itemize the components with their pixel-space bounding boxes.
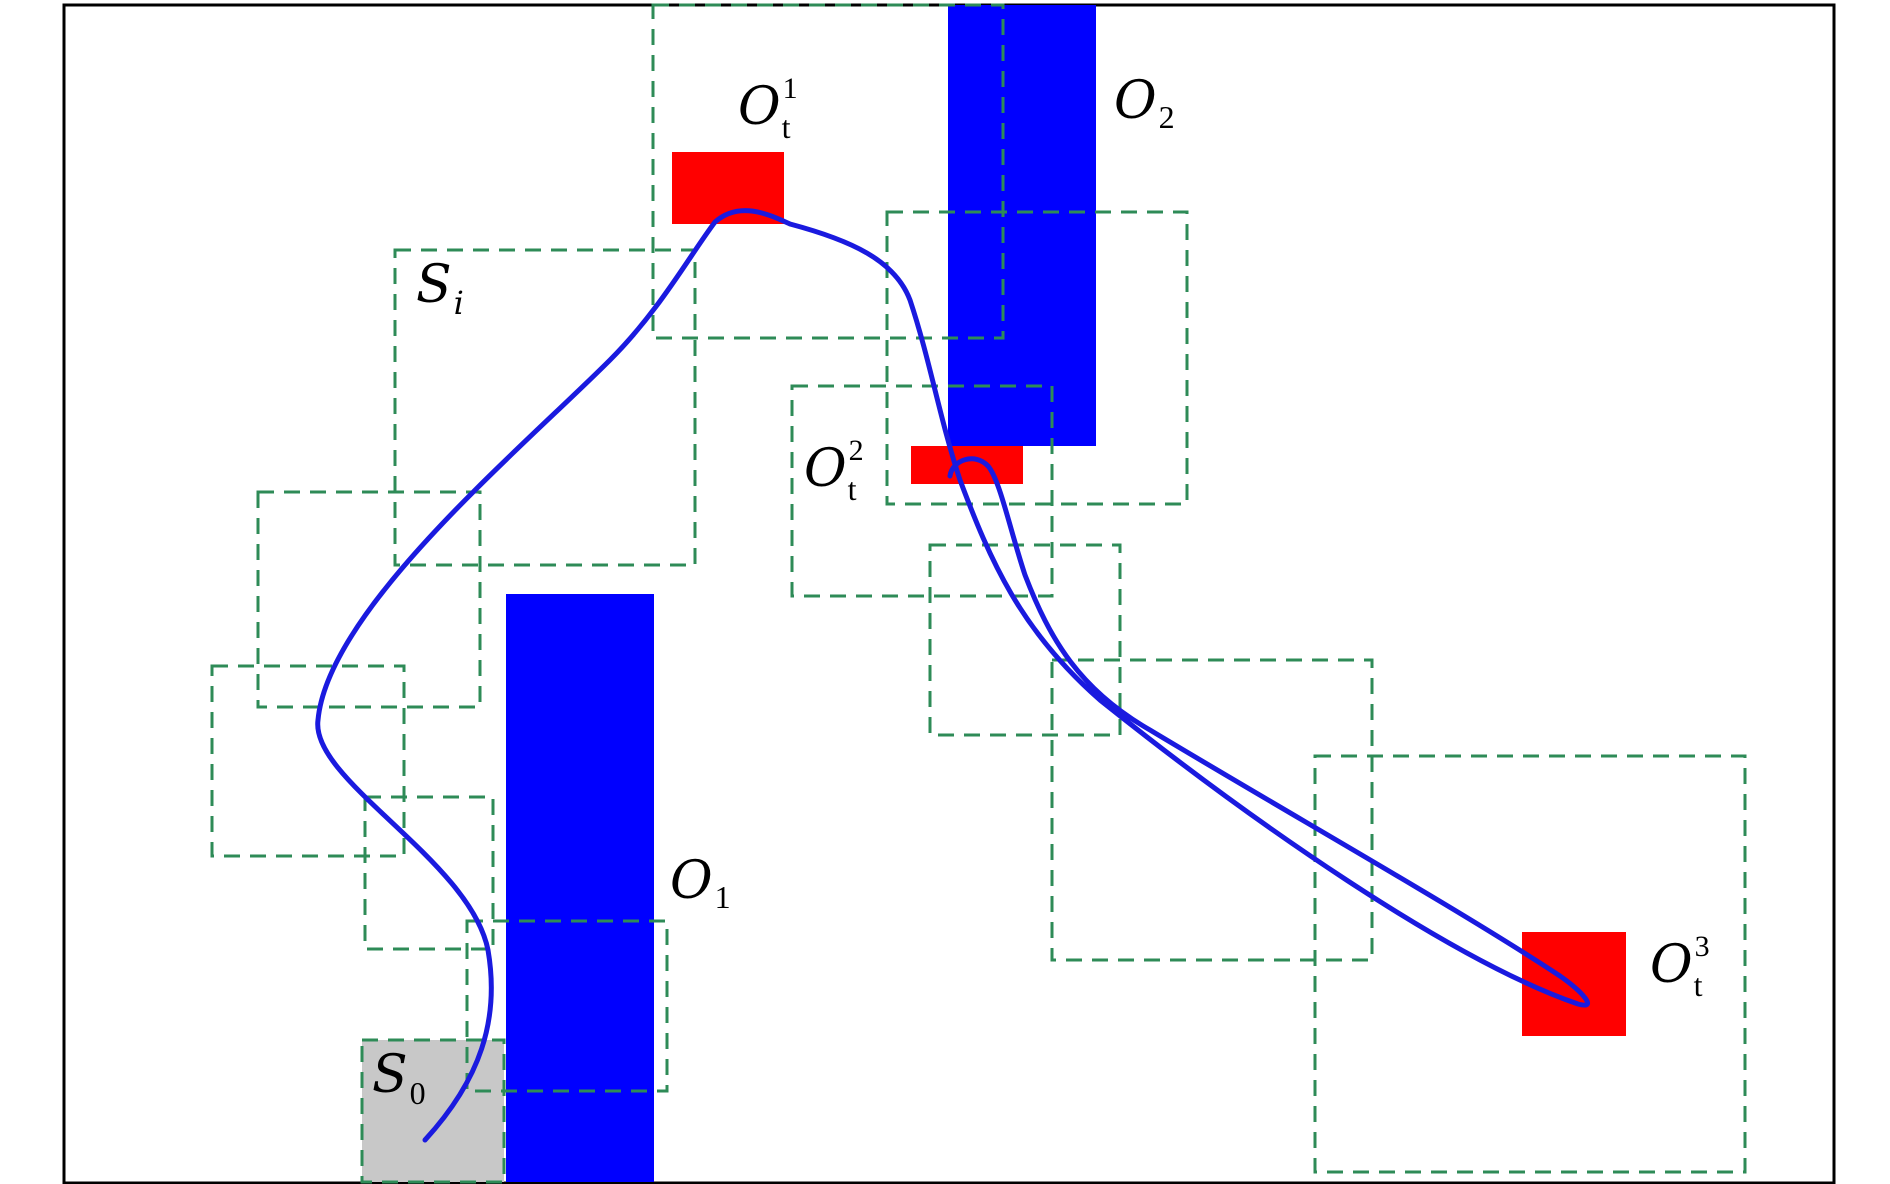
- sampling-box: [210, 664, 406, 858]
- sampling-box: [790, 384, 1054, 598]
- label-o2: O2: [1114, 71, 1175, 135]
- obstacle-o1: [506, 594, 654, 1182]
- label-s0: S0: [372, 1045, 426, 1111]
- sampling-box: [1313, 754, 1747, 1174]
- sampling-box: [363, 795, 495, 951]
- sampling-box: [393, 248, 697, 567]
- label-o1: O1: [670, 851, 731, 915]
- sampling-box: [360, 1038, 506, 1184]
- start-region: [362, 1040, 504, 1182]
- obstacle-o2: [948, 5, 1096, 446]
- robot-trajectory: [315, 208, 1591, 1143]
- sampling-box: [651, 3, 1005, 340]
- sampling-box: [465, 919, 669, 1093]
- label-si: Si: [416, 255, 464, 322]
- sampling-box: [1050, 658, 1374, 962]
- sampling-box: [256, 490, 482, 709]
- sampling-box: [885, 210, 1189, 506]
- sampling-box: [928, 543, 1122, 737]
- target-region-2: [911, 446, 1023, 484]
- sampling-boxes: [210, 3, 1747, 1184]
